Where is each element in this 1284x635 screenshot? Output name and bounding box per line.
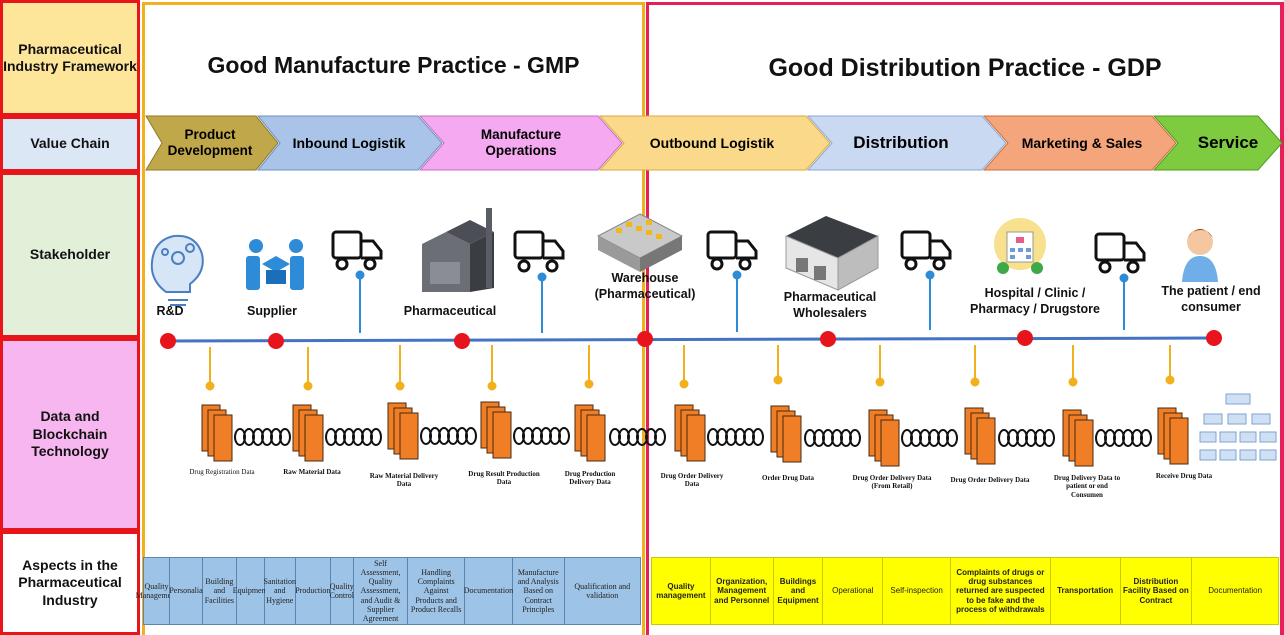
vc-label-service: Service (1197, 133, 1259, 153)
gmp-aspect-contract-manufacture: Manufacture and Analysis Based on Contra… (512, 558, 565, 624)
vc-arrow-outbound-logistik (598, 115, 831, 171)
data-label-drug-registration: Drug Registration Data (189, 468, 255, 476)
vc-label-distribution: Distribution (853, 133, 949, 153)
factory-icon (422, 208, 494, 292)
gmp-section-frame (142, 2, 645, 635)
gdp-aspects-bar: Quality management Organization, Managem… (651, 557, 1279, 625)
data-label-drug-order-delivery-2: Drug Order Delivery Data (950, 476, 1030, 484)
vc-label-outbound-logistik: Outbound Logistik (649, 134, 775, 151)
chain-links (234, 427, 1152, 447)
lightbulb-gear-icon (150, 234, 204, 306)
chain-nodes (160, 330, 1222, 349)
stakeholder-rnd: R&D (156, 304, 184, 318)
supplier-handshake-icon (246, 239, 304, 290)
data-label-drug-delivery-patient: Drug Delivery Data to patient or end Con… (1053, 474, 1121, 499)
main-chain-line (167, 336, 1215, 343)
row-label-stakeholder-text: Stakeholder (29, 246, 111, 263)
row-label-aspects-text: Aspects in the Pharmaceutical Industry (18, 556, 122, 608)
gdp-header-title: Good Distribution Practice - GDP (768, 53, 1162, 82)
data-label-order-drug: Order Drug Data (762, 474, 814, 482)
gdp-header: Good Distribution Practice - GDP (650, 40, 1280, 96)
data-label-drug-production-delivery: Drug Production Delivery Data (564, 470, 616, 487)
vc-label-inbound-logistik: Inbound Logistik (292, 134, 406, 151)
gmp-aspects-bar: Quality Management Personalia Building a… (136, 557, 641, 625)
vc-arrow-service (1152, 115, 1283, 171)
gmp-header-title: Good Manufacture Practice - GMP (207, 51, 580, 78)
gmp-aspect-handling-complaints: Handling Complaints Against Products and… (408, 558, 465, 624)
data-label-raw-material-delivery: Raw Material Delivery Data (369, 472, 439, 489)
truck-icon-1 (331, 230, 383, 271)
network-diagram-icon (1199, 393, 1277, 461)
row-label-value-chain-text: Value Chain (30, 135, 110, 152)
stakeholder-pharmaceutical: Pharmaceutical (403, 304, 497, 318)
gmp-aspect-equipment: Equipment (233, 558, 268, 624)
gmp-aspect-production: Production (295, 558, 331, 624)
gmp-aspect-quality-control: Quality Control (330, 558, 354, 624)
stakeholder-hospital: Hospital / Clinic / Pharmacy / Drugstore (970, 286, 1100, 316)
data-label-drug-order-delivery-retail: Drug Order Delivery Data (From Retail) (852, 474, 932, 491)
gdp-aspect-quality-management: Quality management (652, 558, 711, 624)
truck-icon-4 (900, 230, 952, 271)
gmp-aspect-qualification-validation: Qualification and validation (564, 558, 640, 624)
gdp-aspect-complaints: Complaints of drugs or drug substances r… (951, 558, 1051, 624)
patient-person-icon (1182, 229, 1218, 282)
gmp-aspect-quality-management: Quality Management (136, 558, 177, 624)
vc-label-manufacture-operations: Manufacture Operations (480, 127, 562, 158)
row-label-data-text: Data and Blockchain Technology (31, 408, 109, 460)
gmp-aspect-self-assessment: Self Assessment, Quality Assessment, and… (353, 558, 409, 624)
truck-pins (355, 270, 1129, 333)
gmp-aspect-sanitation-hygiene: Sanitation and Hygiene (264, 558, 296, 624)
data-label-raw-material: Raw Material Data (283, 468, 341, 476)
value-chain-arrows (145, 115, 1283, 171)
hospital-icon (994, 218, 1046, 274)
data-label-drug-order-delivery-1: Drug Order Delivery Data (660, 472, 724, 489)
gmp-header: Good Manufacture Practice - GMP (145, 40, 642, 90)
row-label-value-chain: Value Chain (0, 116, 140, 172)
vc-arrow-distribution (806, 115, 1007, 171)
data-connectors (205, 345, 1175, 391)
gdp-aspect-distribution-facility: Distribution Facility Based on Contract (1120, 558, 1193, 624)
row-label-framework-text: Pharmaceutical Industry Framework (3, 40, 137, 75)
row-label-stakeholder: Stakeholder (0, 172, 140, 338)
gdp-aspect-operational: Operational (823, 558, 884, 624)
row-label-data: Data and Blockchain Technology (0, 338, 140, 531)
vc-arrow-manufacture-operations (418, 115, 623, 171)
vc-arrow-product-development (145, 115, 279, 171)
vc-label-product-development: Product Development (167, 127, 253, 158)
row-label-aspects: Aspects in the Pharmaceutical Industry (0, 531, 140, 635)
blockchain-blocks (201, 401, 1189, 467)
stakeholder-warehouse: Warehouse (Pharmaceutical) (594, 271, 696, 301)
truck-icon-5 (1094, 232, 1146, 274)
stakeholder-patient: The patient / end consumer (1161, 284, 1261, 314)
stakeholder-supplier: Supplier (246, 304, 297, 318)
row-label-framework: Pharmaceutical Industry Framework (0, 0, 140, 116)
warehouse-icon (596, 213, 684, 272)
gdp-aspect-self-inspection: Self-inspection (883, 558, 952, 624)
truck-icon-2 (513, 230, 565, 273)
gmp-aspect-building-facilities: Building and Facilities (203, 558, 237, 624)
wholesaler-building-icon (785, 216, 879, 291)
gdp-aspect-transportation: Transportation (1050, 558, 1121, 624)
gdp-aspect-buildings-equipment: Buildings and Equipment (773, 558, 824, 624)
gdp-aspect-documentation: Documentation (1192, 558, 1278, 624)
stakeholder-wholesalers: Pharmaceutical Wholesalers (783, 290, 877, 320)
data-label-drug-result-production: Drug Result Production Data (468, 470, 540, 487)
vc-label-marketing-sales: Marketing & Sales (1021, 134, 1143, 151)
data-label-receive-drug: Receive Drug Data (1155, 472, 1213, 480)
truck-icon-3 (706, 230, 758, 271)
gmp-aspect-documentation: Documentation (464, 558, 513, 624)
gdp-aspect-organization: Organization, Management and Personnel (710, 558, 774, 624)
gdp-frame-right-edge (1280, 2, 1284, 635)
vc-arrow-inbound-logistik (256, 115, 443, 171)
vc-arrow-marketing-sales (982, 115, 1177, 171)
gmp-aspect-personalia: Personalia (169, 558, 203, 624)
